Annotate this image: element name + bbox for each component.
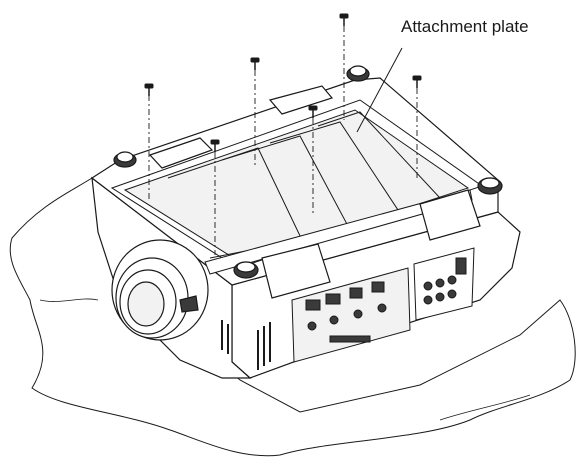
foot-front-left — [233, 261, 259, 279]
lens-glass — [127, 281, 165, 327]
connector-port — [349, 287, 363, 299]
feet — [113, 65, 503, 279]
control-button — [447, 289, 457, 299]
control-button — [435, 278, 445, 288]
control-button — [435, 292, 445, 302]
foot-front-right — [477, 177, 503, 195]
connector-port — [305, 299, 321, 311]
screw-1 — [144, 83, 154, 200]
attachment-plate-label: Attachment plate — [401, 17, 529, 36]
foot-back-left — [113, 151, 137, 168]
connector-port — [371, 281, 385, 293]
handles — [148, 85, 481, 299]
connector-panel — [291, 267, 411, 363]
control-button — [423, 281, 433, 291]
callout-leader-line — [356, 47, 403, 133]
screws — [144, 13, 422, 255]
screw-3 — [339, 13, 349, 120]
connector-port — [329, 315, 339, 325]
attachment-plate-outline — [123, 109, 470, 263]
vent-grille — [221, 320, 271, 370]
front-crossbar — [204, 189, 473, 275]
attachment-plate — [123, 109, 473, 275]
screw-5 — [308, 105, 318, 215]
control-button — [423, 295, 433, 305]
sheet-fold-line — [39, 298, 531, 421]
handle-back-left — [148, 137, 214, 169]
connector-port — [307, 321, 317, 331]
control-panel — [413, 247, 475, 321]
screw-2 — [250, 57, 260, 165]
connector-port — [353, 309, 363, 319]
indicator-strip — [455, 257, 467, 275]
handle-back-right — [268, 85, 334, 115]
handle-front-right — [419, 189, 481, 241]
foot-back-right — [346, 65, 370, 82]
screw-4 — [210, 139, 220, 255]
connector-port — [329, 335, 371, 343]
screw-6 — [412, 75, 422, 180]
lens-release-button — [179, 295, 199, 313]
connector-port — [325, 293, 341, 305]
connector-port — [377, 303, 387, 313]
protective-sheet — [9, 177, 576, 457]
handle-front-left — [261, 243, 331, 299]
lens-assembly — [111, 239, 209, 341]
control-button — [447, 275, 457, 285]
